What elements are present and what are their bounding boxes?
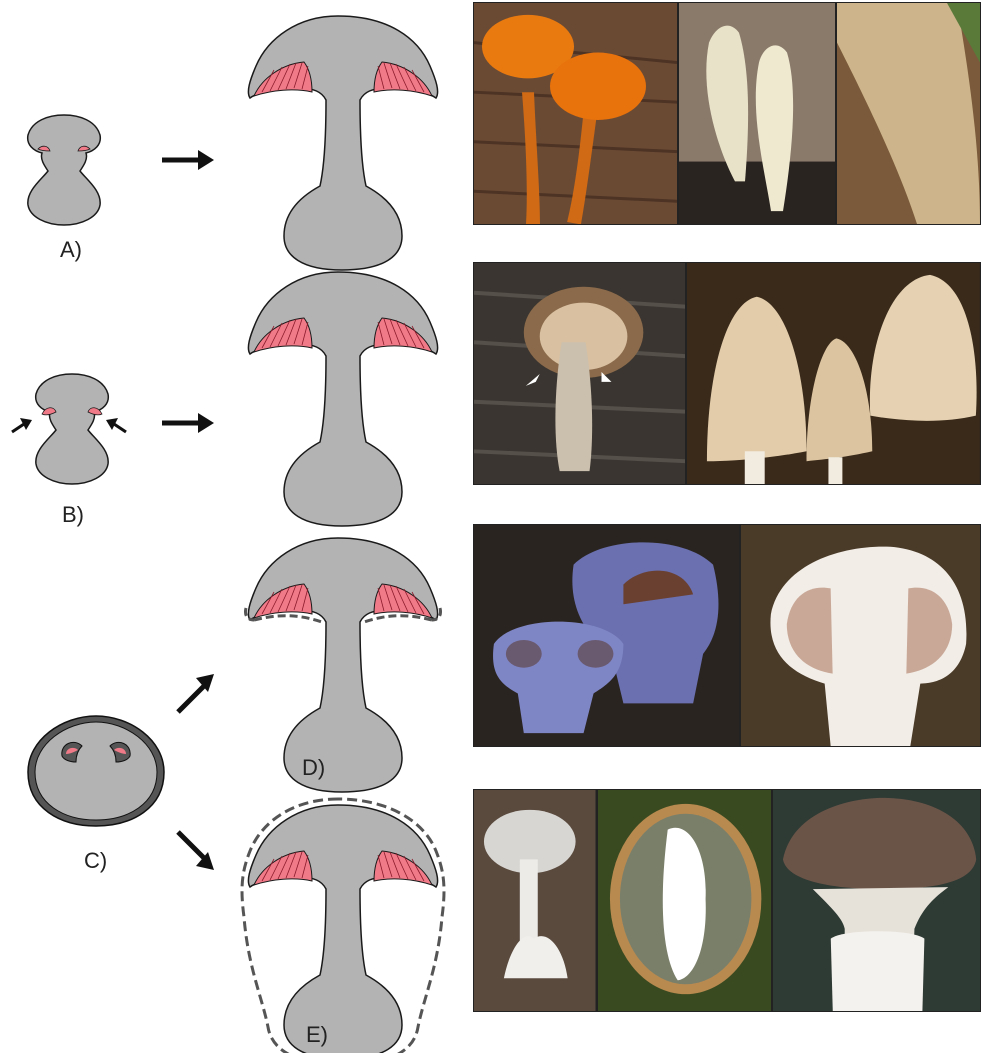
arrow-b-to-mature bbox=[162, 413, 214, 433]
arrow-a-to-mature bbox=[162, 150, 214, 170]
photo-row-d bbox=[473, 524, 981, 747]
photo-orange-mushrooms bbox=[474, 3, 677, 224]
label-a: A) bbox=[60, 237, 82, 262]
photo-crust-fungus bbox=[837, 3, 980, 224]
photo-row-b bbox=[473, 262, 981, 485]
arrow-c-to-e bbox=[178, 832, 214, 870]
photo-white-club-mushrooms bbox=[679, 3, 835, 224]
photo-inky-caps bbox=[687, 263, 980, 484]
arrow-c-to-d bbox=[178, 674, 214, 712]
photo-cortina-stem bbox=[474, 263, 685, 484]
stage-c-enclosed-primordium bbox=[28, 716, 164, 826]
arrow-b-right-opening bbox=[106, 418, 126, 432]
stage-d-mature bbox=[245, 538, 440, 792]
label-b: B) bbox=[62, 502, 84, 527]
photo-blue-cortinarius bbox=[474, 525, 739, 746]
stage-b-primordium bbox=[36, 374, 109, 484]
photo-earthstar-section bbox=[598, 790, 771, 1011]
stage-a-mature bbox=[248, 16, 437, 270]
photo-row-a bbox=[473, 2, 981, 225]
stage-a-primordium bbox=[28, 115, 101, 225]
label-d: D) bbox=[302, 755, 325, 780]
stage-b-mature bbox=[248, 272, 437, 526]
photo-white-agaricus-section bbox=[741, 525, 980, 746]
label-c: C) bbox=[84, 848, 107, 873]
arrow-b-left-opening bbox=[12, 418, 32, 432]
label-e: E) bbox=[306, 1022, 328, 1047]
development-diagram: A) B) C) D) bbox=[0, 0, 470, 1053]
photo-brown-cap-volva bbox=[773, 790, 980, 1011]
stage-e-mature bbox=[242, 799, 444, 1053]
photo-row-e bbox=[473, 789, 981, 1012]
photo-small-white-volvate bbox=[474, 790, 596, 1011]
